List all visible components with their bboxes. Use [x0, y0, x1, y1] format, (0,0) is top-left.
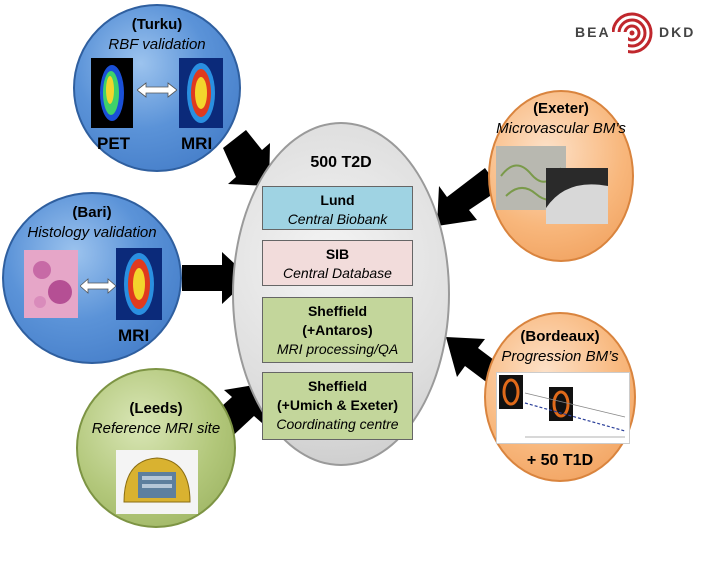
- logo: BEA DKD: [575, 10, 700, 56]
- site-turku: (Turku) RBF validation PET MRI: [73, 4, 241, 172]
- box-sheffield-coordinating-title: Sheffield: [307, 378, 368, 394]
- box-sheffield-coordinating: Sheffield (+Umich & Exeter) Coordinating…: [262, 372, 413, 440]
- box-sheffield-coordinating-subtitle: Coordinating centre: [276, 416, 399, 432]
- box-sheffield-antaros-subtitle: MRI processing/QA: [276, 341, 399, 357]
- bari-title: (Bari): [72, 204, 112, 221]
- box-sib-title: SIB: [325, 246, 350, 262]
- box-sheffield-coordinating-title2: (+Umich & Exeter): [277, 397, 398, 413]
- bordeaux-extra: + 50 T1D: [526, 452, 594, 469]
- turku-title: (Turku): [131, 16, 183, 33]
- center-title: 500 T2D: [310, 154, 372, 171]
- box-sib-subtitle: Central Database: [283, 265, 392, 281]
- bari-mri-image: [116, 248, 162, 320]
- box-sheffield-antaros: Sheffield (+Antaros) MRI processing/QA: [262, 297, 413, 363]
- arrow-turku: [223, 130, 270, 186]
- mri-coil-image: [116, 450, 198, 514]
- turku-label-mri: MRI: [181, 134, 213, 153]
- bordeaux-title: (Bordeaux): [520, 328, 600, 345]
- site-bordeaux: (Bordeaux) Progression BM’s + 50 T1D: [484, 312, 636, 482]
- double-arrow-icon: [80, 278, 116, 294]
- mri-coil-icon: [123, 457, 191, 503]
- pet-scan-icon: [100, 65, 124, 121]
- box-lund: Lund Central Biobank: [262, 186, 413, 230]
- exeter-subtitle: Microvascular BM’s: [496, 120, 626, 137]
- turku-label-pet: PET: [97, 134, 131, 153]
- leeds-title: (Leeds): [129, 400, 183, 417]
- mri-kidney-icon: [187, 63, 215, 123]
- logo-rings-icon: [612, 12, 653, 56]
- box-lund-title: Lund: [320, 192, 355, 208]
- bari-subtitle: Histology validation: [27, 224, 157, 241]
- histology-icon: [33, 261, 72, 308]
- logo-text-left: BEA: [575, 24, 611, 40]
- double-arrow-icon: [137, 82, 177, 98]
- bari-label-mri: MRI: [118, 326, 150, 345]
- bordeaux-subtitle: Progression BM’s: [501, 348, 619, 365]
- site-bari: (Bari) Histology validation MRI: [2, 192, 182, 364]
- microvascular-image-2: [546, 168, 608, 224]
- box-sheffield-antaros-title2: (+Antaros): [302, 322, 373, 338]
- box-lund-subtitle: Central Biobank: [287, 211, 388, 227]
- logo-text-right: DKD: [659, 24, 696, 40]
- site-leeds: (Leeds) Reference MRI site: [76, 368, 236, 528]
- turku-subtitle: RBF validation: [108, 36, 206, 53]
- leeds-subtitle: Reference MRI site: [91, 420, 221, 437]
- progression-chart-image: [496, 372, 630, 444]
- box-sheffield-antaros-title: Sheffield: [307, 303, 368, 319]
- electron-micrograph-icon: [546, 184, 608, 224]
- progression-plot-icon: [499, 375, 626, 438]
- turku-mri-image: [179, 58, 223, 128]
- histology-image: [24, 250, 78, 318]
- pet-kidney-image: [91, 58, 133, 128]
- site-exeter: (Exeter) Microvascular BM’s: [488, 90, 634, 262]
- exeter-title: (Exeter): [533, 100, 589, 117]
- mri-kidney-icon: [124, 253, 154, 315]
- box-sib: SIB Central Database: [262, 240, 413, 286]
